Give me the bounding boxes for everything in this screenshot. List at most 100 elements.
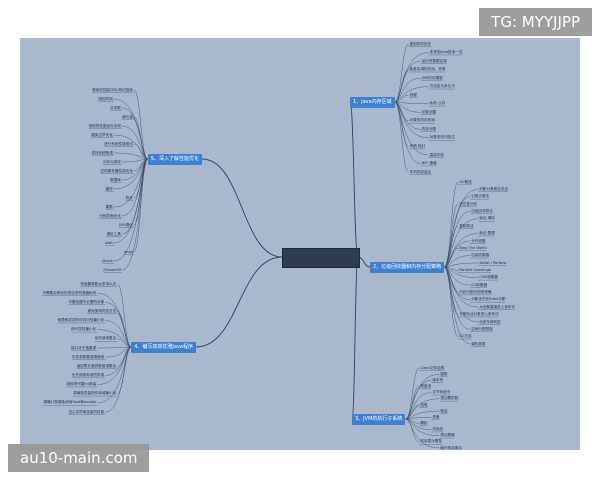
leaf-node: 对象优先在Eden分配 <box>471 297 506 302</box>
connector <box>105 346 132 413</box>
leaf-node: 返回零长度的数组或集合 <box>76 363 117 368</box>
leaf-node: 集群 <box>105 204 113 209</box>
leaf-node: 内存分配 <box>421 126 437 131</box>
connector <box>105 320 132 348</box>
connector <box>444 225 459 268</box>
leaf-node: JVisualVM <box>103 267 121 272</box>
connector <box>113 152 148 160</box>
connector <box>405 418 420 443</box>
leaf-node: 解析 <box>420 420 428 425</box>
leaf-node: 并发数 <box>110 105 121 110</box>
connector <box>133 89 148 160</box>
connector <box>133 116 148 160</box>
leaf-node: 空间分配担保 <box>471 326 493 331</box>
leaf-node: 动态年龄判定 <box>479 319 501 324</box>
leaf-node: 初始化 <box>432 427 444 432</box>
leaf-node: 接口优于抽象类 <box>71 345 97 350</box>
connector <box>444 181 459 268</box>
connector <box>105 346 132 376</box>
leaf-node: Class文件结构 <box>420 365 445 370</box>
leaf-node: 直接内存 <box>429 152 445 157</box>
leaf-node: 响应时间 <box>98 96 113 101</box>
leaf-node: 优先使用标准的异常 <box>71 373 105 378</box>
root-node <box>282 248 360 268</box>
leaf-node: 将局部变量的作用域最小化 <box>73 391 117 396</box>
leaf-node: 避免过早优化 <box>91 132 113 137</box>
connector <box>351 256 359 420</box>
connector <box>117 283 132 348</box>
connector <box>394 95 409 103</box>
leaf-node: 验证 <box>440 408 448 413</box>
leaf-node: 分析与修改 <box>102 159 121 164</box>
leaf-node: 长期存活对象进入老年代 <box>459 312 499 317</box>
connector <box>117 311 132 348</box>
leaf-node: 用枚举代替int常量 <box>66 382 97 387</box>
leaf-node: GC概述 <box>459 179 472 184</box>
leaf-node: 运行时数据区域 <box>421 58 447 63</box>
leaf-node: 代码层面优化 <box>99 213 121 218</box>
leaf-node: 对象的内存布局 <box>409 118 435 123</box>
leaf-node: 进行系统性能测试 <box>104 141 133 146</box>
connector <box>444 262 479 268</box>
leaf-node: 对象创建 <box>421 109 437 114</box>
leaf-node: jstack <box>102 258 113 263</box>
leaf-node: 使可变性最小化 <box>71 327 97 332</box>
connector <box>394 77 421 103</box>
mindmap-canvas: 1、java内存区域 虚拟机的历史未来的Java技术一览运行时数据区域各各区域的作… <box>20 38 580 450</box>
connector <box>97 346 132 349</box>
main-topic-node: 4、编写高效优雅Java程序 <box>131 341 196 353</box>
connector <box>394 69 409 103</box>
leaf-node: 魔数 <box>440 371 448 376</box>
leaf-node: 标记-清除 <box>479 216 495 221</box>
leaf-node: 数据库 <box>110 177 121 182</box>
leaf-node: 分代收集 <box>471 238 486 243</box>
leaf-node: 破坏双亲委派 <box>440 445 462 450</box>
leaf-node: 未来的Java技术一览 <box>429 50 463 55</box>
leaf-node: 可变参数要谨慎使用 <box>71 354 105 359</box>
connector <box>405 404 420 420</box>
leaf-node: Serial / ParNew <box>479 260 507 265</box>
leaf-node: 虚拟机的历史 <box>409 41 432 46</box>
connector <box>405 386 420 420</box>
connector <box>444 266 471 345</box>
leaf-node: G1收集器 <box>471 282 488 287</box>
leaf-node: 精确计算避免使用float和double <box>43 400 97 405</box>
leaf-node: 双亲委派模型 <box>420 439 442 444</box>
leaf-node: JVM内存模型 <box>421 75 443 80</box>
leaf-node: jstat <box>104 240 113 245</box>
leaf-node: GC日志 <box>459 334 472 339</box>
main-topic-node: 5、深入了解性能优化 <box>147 153 202 165</box>
connector <box>394 86 429 103</box>
leaf-node: 各各区域的作用、异常 <box>409 67 446 72</box>
leaf-node: jmap <box>123 249 133 254</box>
main-topic-node: 2、垃圾回收器和内存分配策略 <box>370 261 445 273</box>
main-topic-node: 3、JVM的执行子系统 <box>352 413 406 425</box>
leaf-node: 方法区与永久代 <box>429 84 455 89</box>
leaf-node: 调优工具 <box>106 231 121 236</box>
leaf-node: 引用计数法 <box>471 194 490 199</box>
connector <box>133 143 148 160</box>
connector <box>117 338 132 348</box>
leaf-node: 类加载器 <box>440 433 455 438</box>
leaf-node: Parallel Scavenge <box>459 267 491 272</box>
leaf-node: 类加载机制 <box>440 396 459 401</box>
leaf-node: 常用的性能评价/测试指标 <box>92 87 133 92</box>
leaf-node: 版本号 <box>432 377 444 382</box>
leaf-node: 缓存 <box>105 186 113 191</box>
leaf-node: 当心字符串连接的性能 <box>68 409 105 414</box>
connector <box>444 248 459 268</box>
leaf-node: 私有 公共 <box>429 101 446 106</box>
leaf-node: 字节码指令 <box>432 390 451 395</box>
leaf-node: 异步 <box>125 195 133 200</box>
leaf-node: CMS收集器 <box>479 275 498 280</box>
leaf-node: 应用服务器性能优化 <box>100 168 133 173</box>
main-topic-node: 1、java内存区域 <box>350 96 395 108</box>
leaf-node: 构造器参数太多怎么办 <box>80 281 117 286</box>
leaf-node: Stop The World <box>459 245 487 250</box>
leaf-node: NIO 通道 <box>421 161 437 166</box>
leaf-node: 避免使用终结方法 <box>87 309 117 314</box>
leaf-node: 使类和成员的可访问性最小化 <box>57 318 105 323</box>
connector <box>405 367 420 420</box>
connector <box>444 266 459 337</box>
leaf-node: 不要创建不必要的对象 <box>68 299 105 304</box>
